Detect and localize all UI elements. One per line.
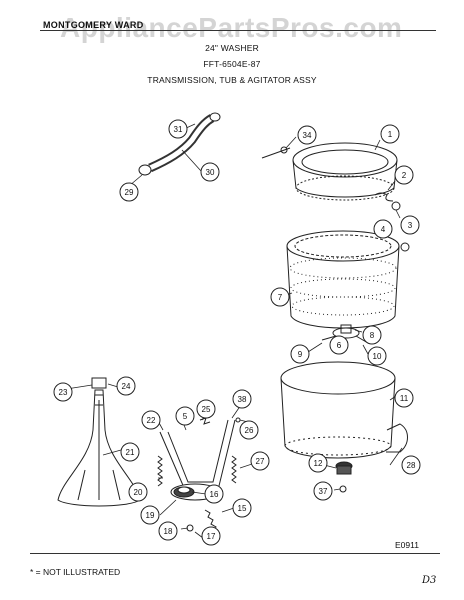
pin[interactable] <box>235 417 241 423</box>
callout-27: 27 <box>256 457 265 466</box>
spring-right[interactable] <box>231 455 237 484</box>
callout-labels: 1 2 3 4 5 8 7 9 10 11 12 15 16 17 18 19 … <box>59 125 416 541</box>
diagram-code: E0911 <box>395 540 419 550</box>
callout-18: 18 <box>164 527 173 536</box>
callout-30: 30 <box>206 168 215 177</box>
callout-16: 16 <box>210 490 219 499</box>
callout-37: 37 <box>319 487 328 496</box>
tub-nut[interactable] <box>335 461 353 493</box>
model-number: FFT-6504E-87 <box>203 59 261 69</box>
header-divider <box>40 30 436 31</box>
handwritten-mark: D3 <box>422 575 437 586</box>
callout-26: 26 <box>245 426 254 435</box>
callout-28: 28 <box>407 461 416 470</box>
callout-9: 9 <box>298 350 303 359</box>
watermark-logo: AppliancePartsPros.com <box>60 12 403 43</box>
callout-2: 2 <box>402 171 407 180</box>
callout-20: 20 <box>134 488 143 497</box>
spring-small[interactable] <box>199 417 211 425</box>
callout-15: 15 <box>238 504 247 513</box>
callout-7: 7 <box>278 293 283 302</box>
callout-22: 22 <box>147 416 156 425</box>
callout-29: 29 <box>125 188 134 197</box>
drive-pulley[interactable] <box>173 486 195 498</box>
section-title: TRANSMISSION, TUB & AGITATOR ASSY <box>147 75 317 85</box>
callout-12: 12 <box>314 459 323 468</box>
tub-drain-fitting[interactable] <box>386 423 408 453</box>
callout-17: 17 <box>207 532 216 541</box>
callout-25: 25 <box>202 405 211 414</box>
callout-3: 3 <box>408 221 413 230</box>
callout-1: 1 <box>388 130 393 139</box>
callout-markers <box>53 119 421 546</box>
basket-nut[interactable] <box>400 242 410 252</box>
drain-hose[interactable] <box>138 112 221 176</box>
callout-23: 23 <box>59 388 68 397</box>
callout-6-marker <box>329 335 349 355</box>
callout-8: 8 <box>370 331 375 340</box>
callout-34: 34 <box>303 131 312 140</box>
callout-38: 38 <box>238 395 247 404</box>
spring-left[interactable] <box>157 455 163 487</box>
callout-31: 31 <box>174 125 183 134</box>
product-title: 24" WASHER <box>205 43 259 53</box>
callout-10: 10 <box>373 352 382 361</box>
agitator[interactable] <box>57 377 141 507</box>
transmission-bracket[interactable] <box>159 419 236 501</box>
basket-hub[interactable] <box>321 324 369 344</box>
hose-clamp[interactable] <box>261 146 291 159</box>
callout-11: 11 <box>400 394 409 403</box>
cover-spring[interactable] <box>374 192 401 211</box>
callout-24: 24 <box>122 382 131 391</box>
brand-name: MONTGOMERY WARD <box>43 20 144 30</box>
callout-6: 6 <box>337 341 342 350</box>
callout-19: 19 <box>146 511 155 520</box>
outer-tub[interactable] <box>280 361 396 459</box>
spin-basket[interactable] <box>286 230 400 329</box>
tub-cover-ring[interactable] <box>292 142 398 201</box>
footnote: * = NOT ILLUSTRATED <box>30 567 121 577</box>
callout-21: 21 <box>126 448 135 457</box>
footer-divider <box>30 553 440 554</box>
callout-4: 4 <box>381 225 386 234</box>
callout-5: 5 <box>183 412 188 421</box>
